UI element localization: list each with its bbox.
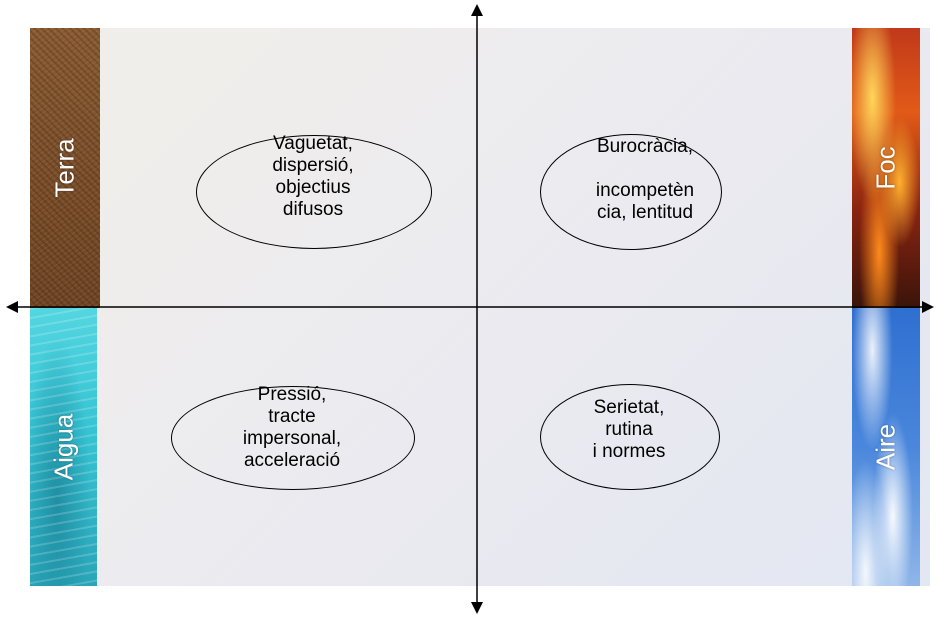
quadrant-bottom-left-text: Pressió, tracte impersonal, acceleració xyxy=(242,384,342,471)
quadrant-top-right-ellipse xyxy=(540,134,722,250)
fire-strip: Foc xyxy=(852,28,920,308)
left-arrow-icon xyxy=(6,301,18,313)
quadrant-top-left-text: Vaguetat, dispersió, objectius difusos xyxy=(272,133,354,220)
up-arrow-icon xyxy=(471,4,483,16)
right-arrow-icon xyxy=(922,301,934,313)
quadrant-bottom-left-ellipse xyxy=(171,386,415,490)
quadrant-top-left-ellipse xyxy=(196,135,432,249)
quadrant-bottom-right-text: Serietat, rutina i normes xyxy=(592,397,666,462)
air-strip: Aire xyxy=(852,308,920,586)
quadrant-top-right-text: Burocràcia, incompetèn cia, lentitud xyxy=(595,136,695,223)
earth-strip: Terra xyxy=(30,28,100,308)
water-strip: Aigua xyxy=(30,308,97,586)
down-arrow-icon xyxy=(471,602,483,614)
quadrant-bottom-right-ellipse xyxy=(540,384,720,490)
